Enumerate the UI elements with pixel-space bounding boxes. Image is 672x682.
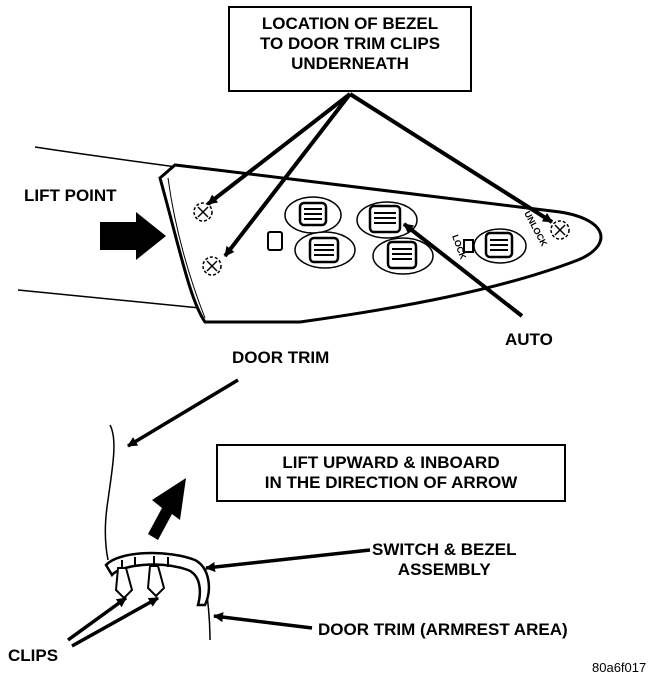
switch-bezel-line: SWITCH & BEZEL	[372, 540, 517, 559]
window-switch	[372, 237, 434, 275]
door-trim-armrest-label: DOOR TRIM (ARMREST AREA)	[318, 620, 568, 639]
callout-line: IN THE DIRECTION OF ARROW	[264, 473, 518, 492]
door-trim-bottom-line	[17, 289, 201, 309]
clip-arrow-3	[348, 92, 554, 224]
auto-arrow	[402, 222, 524, 318]
window-switch-auto	[356, 201, 418, 239]
clip	[146, 565, 166, 598]
lift-point-label: LIFT POINT	[24, 186, 117, 205]
door-trim-arrow	[127, 378, 239, 448]
switch-bezel-panel: UNLOCK LOCK	[158, 163, 603, 324]
callout-line: LIFT UPWARD & INBOARD	[282, 453, 500, 472]
small-switch	[267, 231, 283, 251]
clip-location-mark	[550, 220, 570, 240]
clip	[114, 567, 134, 600]
lift-instruction-callout: LIFT UPWARD & INBOARD IN THE DIRECTION O…	[216, 444, 566, 502]
auto-label: AUTO	[505, 330, 553, 349]
callout-line: LOCATION OF BEZEL	[261, 14, 439, 33]
clip-arrow-2	[223, 92, 352, 258]
door-trim-label: DOOR TRIM	[232, 348, 330, 367]
lift-upward-arrow	[148, 478, 186, 540]
clip-location-mark	[193, 202, 213, 222]
bezel-clips-callout: LOCATION OF BEZEL TO DOOR TRIM CLIPS UND…	[228, 6, 472, 92]
figure-code: 80a6f017	[592, 660, 647, 675]
window-switch	[284, 196, 342, 234]
clips-label: CLIPS	[8, 646, 59, 665]
lift-point-arrow	[100, 212, 166, 260]
switch-bezel-label: SWITCH & BEZEL ASSEMBLY	[372, 540, 517, 580]
lock-indicator	[463, 239, 474, 253]
callout-line: UNDERNEATH	[291, 54, 409, 73]
clips-arrow-2	[71, 596, 159, 648]
door-trim-profile	[104, 424, 115, 561]
window-switch	[294, 231, 356, 269]
clips-arrow-1	[66, 596, 128, 642]
bezel-cross-section	[104, 551, 211, 607]
clip-arrow-1	[206, 92, 352, 206]
door-trim-armrest-arrow	[213, 612, 313, 630]
switch-bezel-arrow	[205, 548, 371, 572]
switch-bezel-line: ASSEMBLY	[397, 560, 491, 579]
door-lock-switch	[473, 228, 527, 264]
callout-line: TO DOOR TRIM CLIPS	[259, 34, 441, 53]
clip-location-mark	[202, 256, 222, 276]
